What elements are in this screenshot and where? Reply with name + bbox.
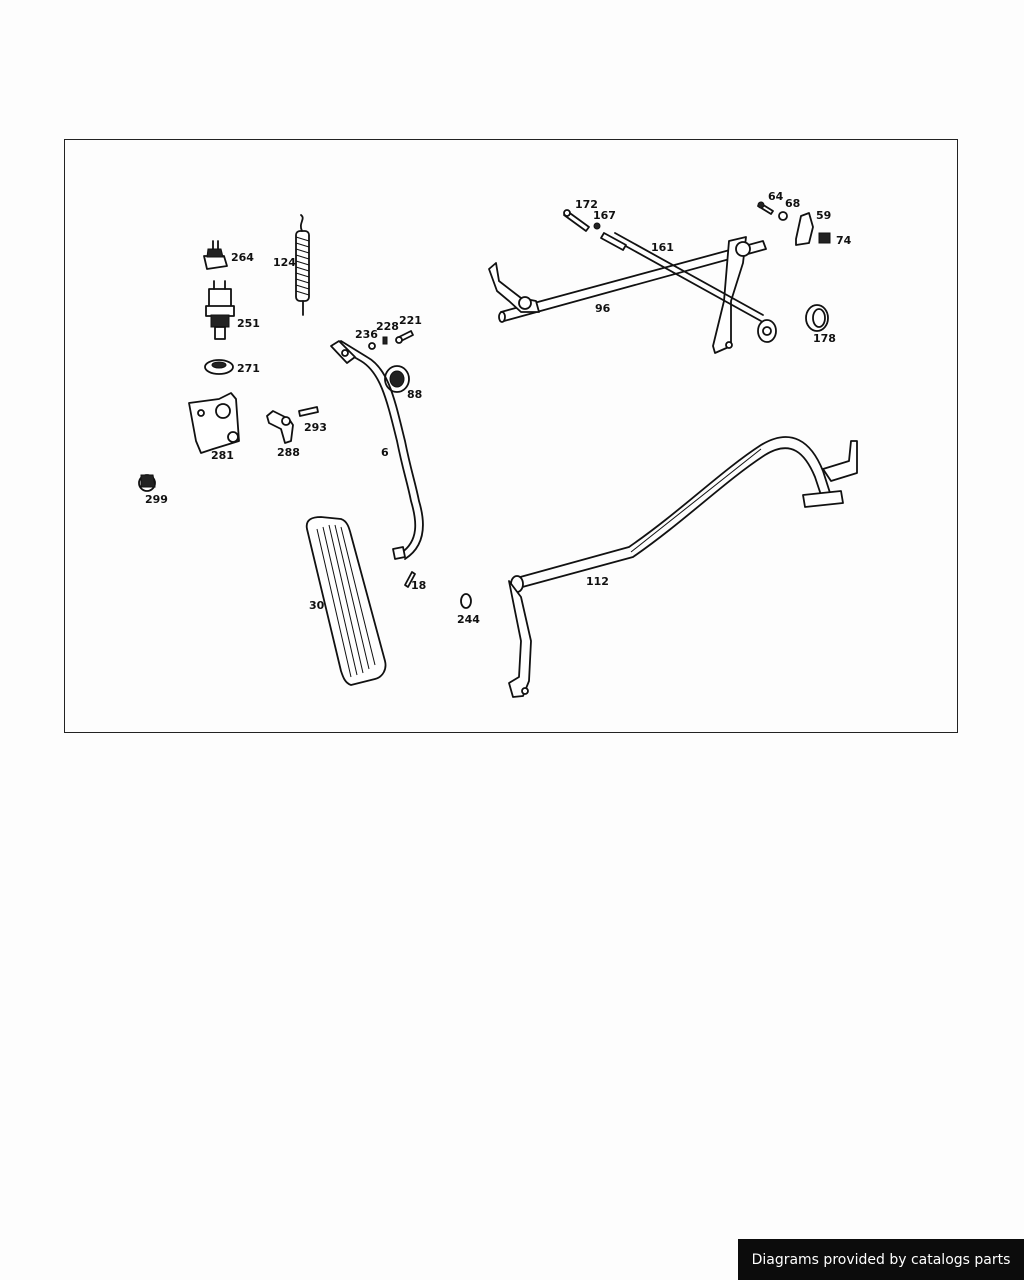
label-74: 74 — [836, 234, 852, 247]
label-18: 18 — [411, 579, 426, 592]
part-288-lever — [266, 410, 294, 444]
part-74-clip — [818, 232, 831, 244]
label-264: 264 — [231, 251, 254, 264]
label-293: 293 — [304, 421, 327, 434]
part-167-washer — [593, 222, 601, 230]
label-244: 244 — [457, 613, 480, 626]
part-221-bolt — [395, 330, 414, 344]
credit-text: Diagrams provided by catalogs parts — [751, 1251, 1011, 1268]
part-172-pin — [563, 209, 590, 232]
part-64-bolt — [757, 201, 774, 215]
label-96: 96 — [595, 302, 611, 315]
label-251: 251 — [237, 317, 260, 330]
part-161-rod — [600, 232, 777, 343]
label-228: 228 — [376, 320, 399, 333]
credit-banner: Diagrams provided by catalogs parts — [738, 1239, 1024, 1280]
part-251-switch — [205, 280, 235, 340]
label-88: 88 — [407, 388, 422, 401]
label-59: 59 — [816, 209, 831, 222]
part-264-switch — [203, 240, 228, 270]
label-172: 172 — [575, 198, 598, 211]
label-112: 112 — [586, 575, 609, 588]
label-299: 299 — [145, 493, 168, 506]
part-299-clip — [138, 474, 156, 492]
part-244-ring — [460, 593, 472, 609]
part-6-pedal-rod — [330, 340, 424, 560]
label-221: 221 — [399, 314, 422, 327]
part-18-pin — [404, 571, 416, 588]
label-288: 288 — [277, 446, 300, 459]
part-293-pin — [298, 406, 319, 417]
label-161: 161 — [651, 241, 674, 254]
part-30-accelerator-pedal — [305, 516, 387, 686]
label-30: 30 — [309, 599, 325, 612]
part-124-spring — [295, 214, 310, 316]
part-88-bushing — [384, 365, 410, 393]
label-68: 68 — [785, 197, 800, 210]
label-6: 6 — [381, 446, 389, 459]
part-112-pedal-shaft — [508, 436, 858, 698]
label-281: 281 — [211, 449, 234, 462]
parts-diagram: 172 167 161 96 64 68 59 74 178 264 251 2… — [138, 190, 858, 698]
part-281-bracket — [188, 392, 240, 454]
parts-diagram-frame: 172 167 161 96 64 68 59 74 178 264 251 2… — [64, 139, 958, 733]
label-167: 167 — [593, 209, 616, 222]
label-271: 271 — [237, 362, 260, 375]
part-59-bracket — [795, 212, 814, 246]
label-236: 236 — [355, 328, 378, 341]
part-68-washer — [778, 211, 788, 221]
part-236-washer — [368, 342, 376, 350]
part-271-nut — [204, 359, 234, 375]
part-178-grommet — [805, 304, 829, 332]
part-228-spring-washer — [382, 336, 388, 345]
label-64: 64 — [768, 190, 784, 203]
label-124: 124 — [273, 256, 296, 269]
part-96-shaft — [488, 236, 767, 354]
label-178: 178 — [813, 332, 836, 345]
